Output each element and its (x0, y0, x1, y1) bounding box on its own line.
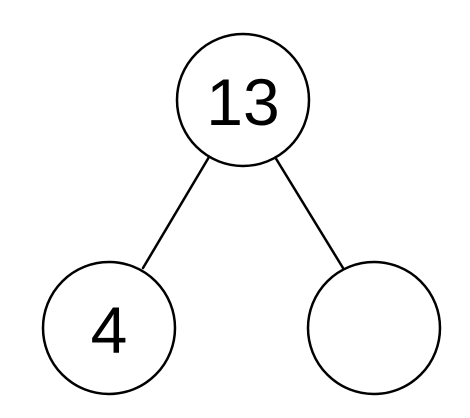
node-whole-label: 13 (206, 65, 279, 139)
node-whole-circle (175, 32, 311, 168)
node-part-right (306, 260, 442, 396)
edge-right (273, 155, 345, 270)
node-part-left-label: 4 (91, 293, 128, 367)
node-part-left: 4 (41, 260, 177, 396)
node-part-right-circle (306, 260, 442, 396)
node-whole: 13 (175, 32, 311, 168)
edge-left (141, 155, 211, 270)
node-part-left-circle (41, 260, 177, 396)
